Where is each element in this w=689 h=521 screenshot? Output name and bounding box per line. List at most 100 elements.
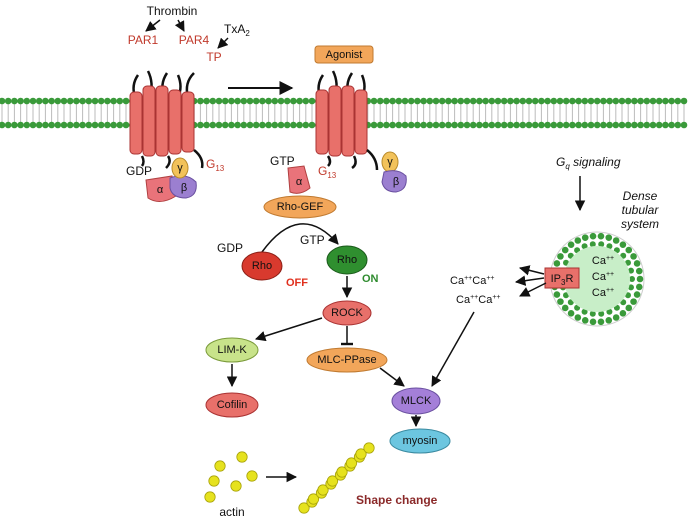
membrane-head-outer (655, 97, 663, 105)
rho-gtp-label: GTP (300, 233, 325, 247)
membrane-head-outer (531, 97, 539, 105)
g-gamma-left (171, 157, 189, 179)
actin-filament-subunit (317, 484, 329, 496)
membrane-head-outer (451, 97, 458, 105)
actin-label: actin (219, 505, 244, 519)
vesicle-head-outer (597, 318, 605, 326)
membrane-head-outer (252, 97, 260, 105)
membrane-head-outer (513, 97, 520, 105)
membrane-head-outer (519, 97, 527, 105)
thrombin-to-par4-arrow (174, 19, 185, 32)
rho-gef-node (263, 195, 337, 219)
vesicle-head-outer (633, 291, 641, 298)
actin-monomers (204, 451, 258, 503)
membrane-head-outer (426, 97, 434, 105)
membrane-head-inner (60, 121, 68, 129)
ca-release-arrow-3 (519, 282, 547, 297)
vesicle-head-outer (605, 317, 613, 324)
gamma-left-label: γ (177, 162, 183, 174)
vesicle-head-outer (612, 314, 620, 321)
receptor-right (315, 70, 379, 171)
rock-to-limk-arrow (254, 317, 323, 342)
membrane-head-inner (469, 121, 477, 129)
membrane-head-inner (432, 121, 440, 129)
ca-release-arrow-2 (514, 275, 545, 286)
mlck-label: MLCK (401, 395, 432, 407)
vesicle-head-outer (553, 291, 561, 298)
membrane-head-outer (593, 97, 601, 105)
actin-filament-subunit (326, 475, 339, 487)
membrane-head-outer (494, 97, 502, 105)
membrane-head-inner (0, 121, 6, 129)
membrane-head-outer (606, 97, 613, 105)
membrane-head-outer (414, 97, 421, 105)
vesicle-head-outer (619, 241, 627, 248)
membrane-head-inner (438, 121, 446, 129)
membrane-head-outer (54, 97, 62, 105)
actin-monomer (236, 451, 248, 463)
membrane-head-outer (228, 97, 235, 105)
membrane-head-inner (488, 121, 496, 129)
actin-monomer (204, 491, 216, 503)
vesicle-membrane (550, 232, 644, 326)
vesicle-head-inner (581, 243, 588, 250)
membrane-head-inner (674, 121, 682, 129)
membrane-head-inner (420, 121, 427, 129)
membrane-head-inner (562, 121, 570, 129)
membrane-head-outer (562, 97, 570, 105)
tp-label: TP (206, 50, 221, 64)
gdp-label: GDP (126, 164, 152, 178)
membrane-head-inner (35, 121, 43, 129)
membrane-head-inner (110, 121, 117, 129)
membrane-head-inner (389, 121, 396, 129)
membrane-head-outer (308, 97, 316, 105)
rho-off-node (241, 251, 283, 281)
membrane-head-outer (209, 97, 217, 105)
ca-inside-2: Ca++ (592, 271, 614, 283)
thrombin-label: Thrombin (147, 4, 198, 18)
membrane-head-inner (500, 121, 508, 129)
membrane-head-outer (550, 97, 558, 105)
membrane-head-outer (525, 97, 533, 105)
membrane-head-outer (438, 97, 446, 105)
membrane-head-outer (587, 97, 595, 105)
membrane-head-outer (110, 97, 117, 105)
membrane-head-outer (246, 97, 254, 105)
membrane-head-inner (85, 121, 93, 129)
membrane-head-outer (482, 97, 489, 105)
membrane-head-inner (494, 121, 502, 129)
vesicle-head-inner (629, 276, 635, 282)
vesicle-head-outer (574, 237, 582, 244)
actin-filament-subunit (363, 442, 375, 454)
membrane-head-outer (420, 97, 427, 105)
membrane-head-outer (29, 97, 37, 105)
membrane-head-inner (401, 121, 409, 129)
off-label: OFF (286, 277, 308, 289)
membrane-head-inner (376, 121, 384, 129)
membrane-head-inner (29, 121, 37, 129)
ip3r-label: IP3R (551, 273, 574, 287)
rock-node (322, 300, 372, 326)
limk-label: LIM-K (217, 344, 247, 356)
txa2-label: TxA2 (224, 22, 250, 38)
membrane-head-inner (569, 121, 576, 129)
membrane-head-inner (606, 121, 613, 129)
membrane-head-outer (668, 97, 675, 105)
membrane-head-inner (48, 121, 55, 129)
membrane-head-inner (414, 121, 421, 129)
membrane-head-outer (618, 97, 626, 105)
calcium-to-mlck-arrow (431, 311, 475, 387)
membrane-head-inner (668, 121, 675, 129)
ca-release-arrow-1 (518, 265, 545, 276)
membrane-head-outer (42, 97, 49, 105)
membrane-head-outer (60, 97, 68, 105)
vesicle-head-inner (598, 310, 605, 317)
membrane-head-outer (538, 97, 545, 105)
membrane-head-inner (66, 121, 74, 129)
membrane-head-outer (432, 97, 440, 105)
membrane-head-outer (383, 97, 390, 105)
membrane-head-inner (308, 121, 316, 129)
vesicle-head-outer (557, 253, 564, 260)
rho-activation-arc (261, 223, 339, 253)
